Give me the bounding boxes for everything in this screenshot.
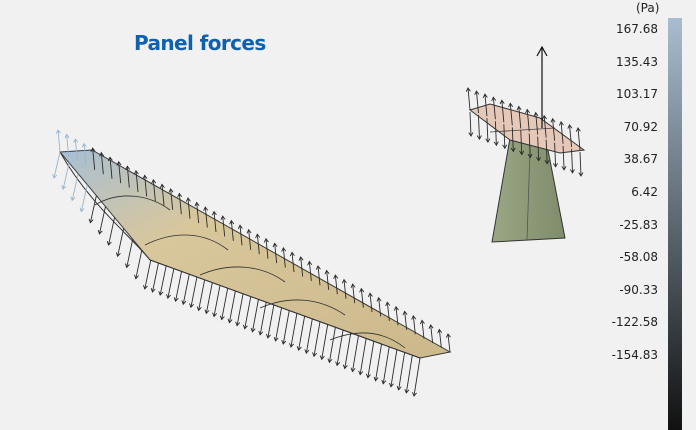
hull-force-arrows — [52, 129, 451, 397]
deck-plate — [468, 103, 586, 154]
colorbar-tick-label: 38.67 — [623, 152, 658, 167]
chart-title: Panel forces — [134, 31, 266, 55]
sail-edge-line — [526, 149, 531, 241]
colorbar-tick-label: -154.83 — [611, 348, 658, 362]
colorbar-tick-label: -25.83 — [619, 217, 658, 232]
sail-model[interactable] — [465, 45, 586, 243]
colorbar-tick-label: 103.17 — [616, 87, 658, 102]
sail-force-arrows — [465, 87, 584, 177]
colorbar-tick-label: -58.08 — [619, 250, 658, 265]
hull-keel-line — [59, 151, 421, 359]
colorbar-tick-label: 6.42 — [631, 185, 658, 199]
colorbar-tick-label: -90.33 — [619, 282, 658, 297]
hull-model[interactable] — [52, 129, 452, 397]
hull-panel-seams — [94, 195, 406, 349]
colorbar — [668, 18, 682, 430]
colorbar-unit-label: (Pa) — [636, 1, 660, 15]
colorbar-tick-label: 70.92 — [623, 119, 658, 134]
colorbar-tick-label: -122.58 — [611, 315, 658, 330]
colorbar-tick-label: 135.43 — [616, 54, 658, 69]
3d-viewport[interactable] — [0, 0, 600, 430]
colorbar-tick-label: 167.68 — [616, 22, 658, 36]
hull-surface — [58, 149, 452, 359]
deck-center-line — [489, 127, 556, 133]
resultant-force-arrow — [536, 45, 548, 128]
